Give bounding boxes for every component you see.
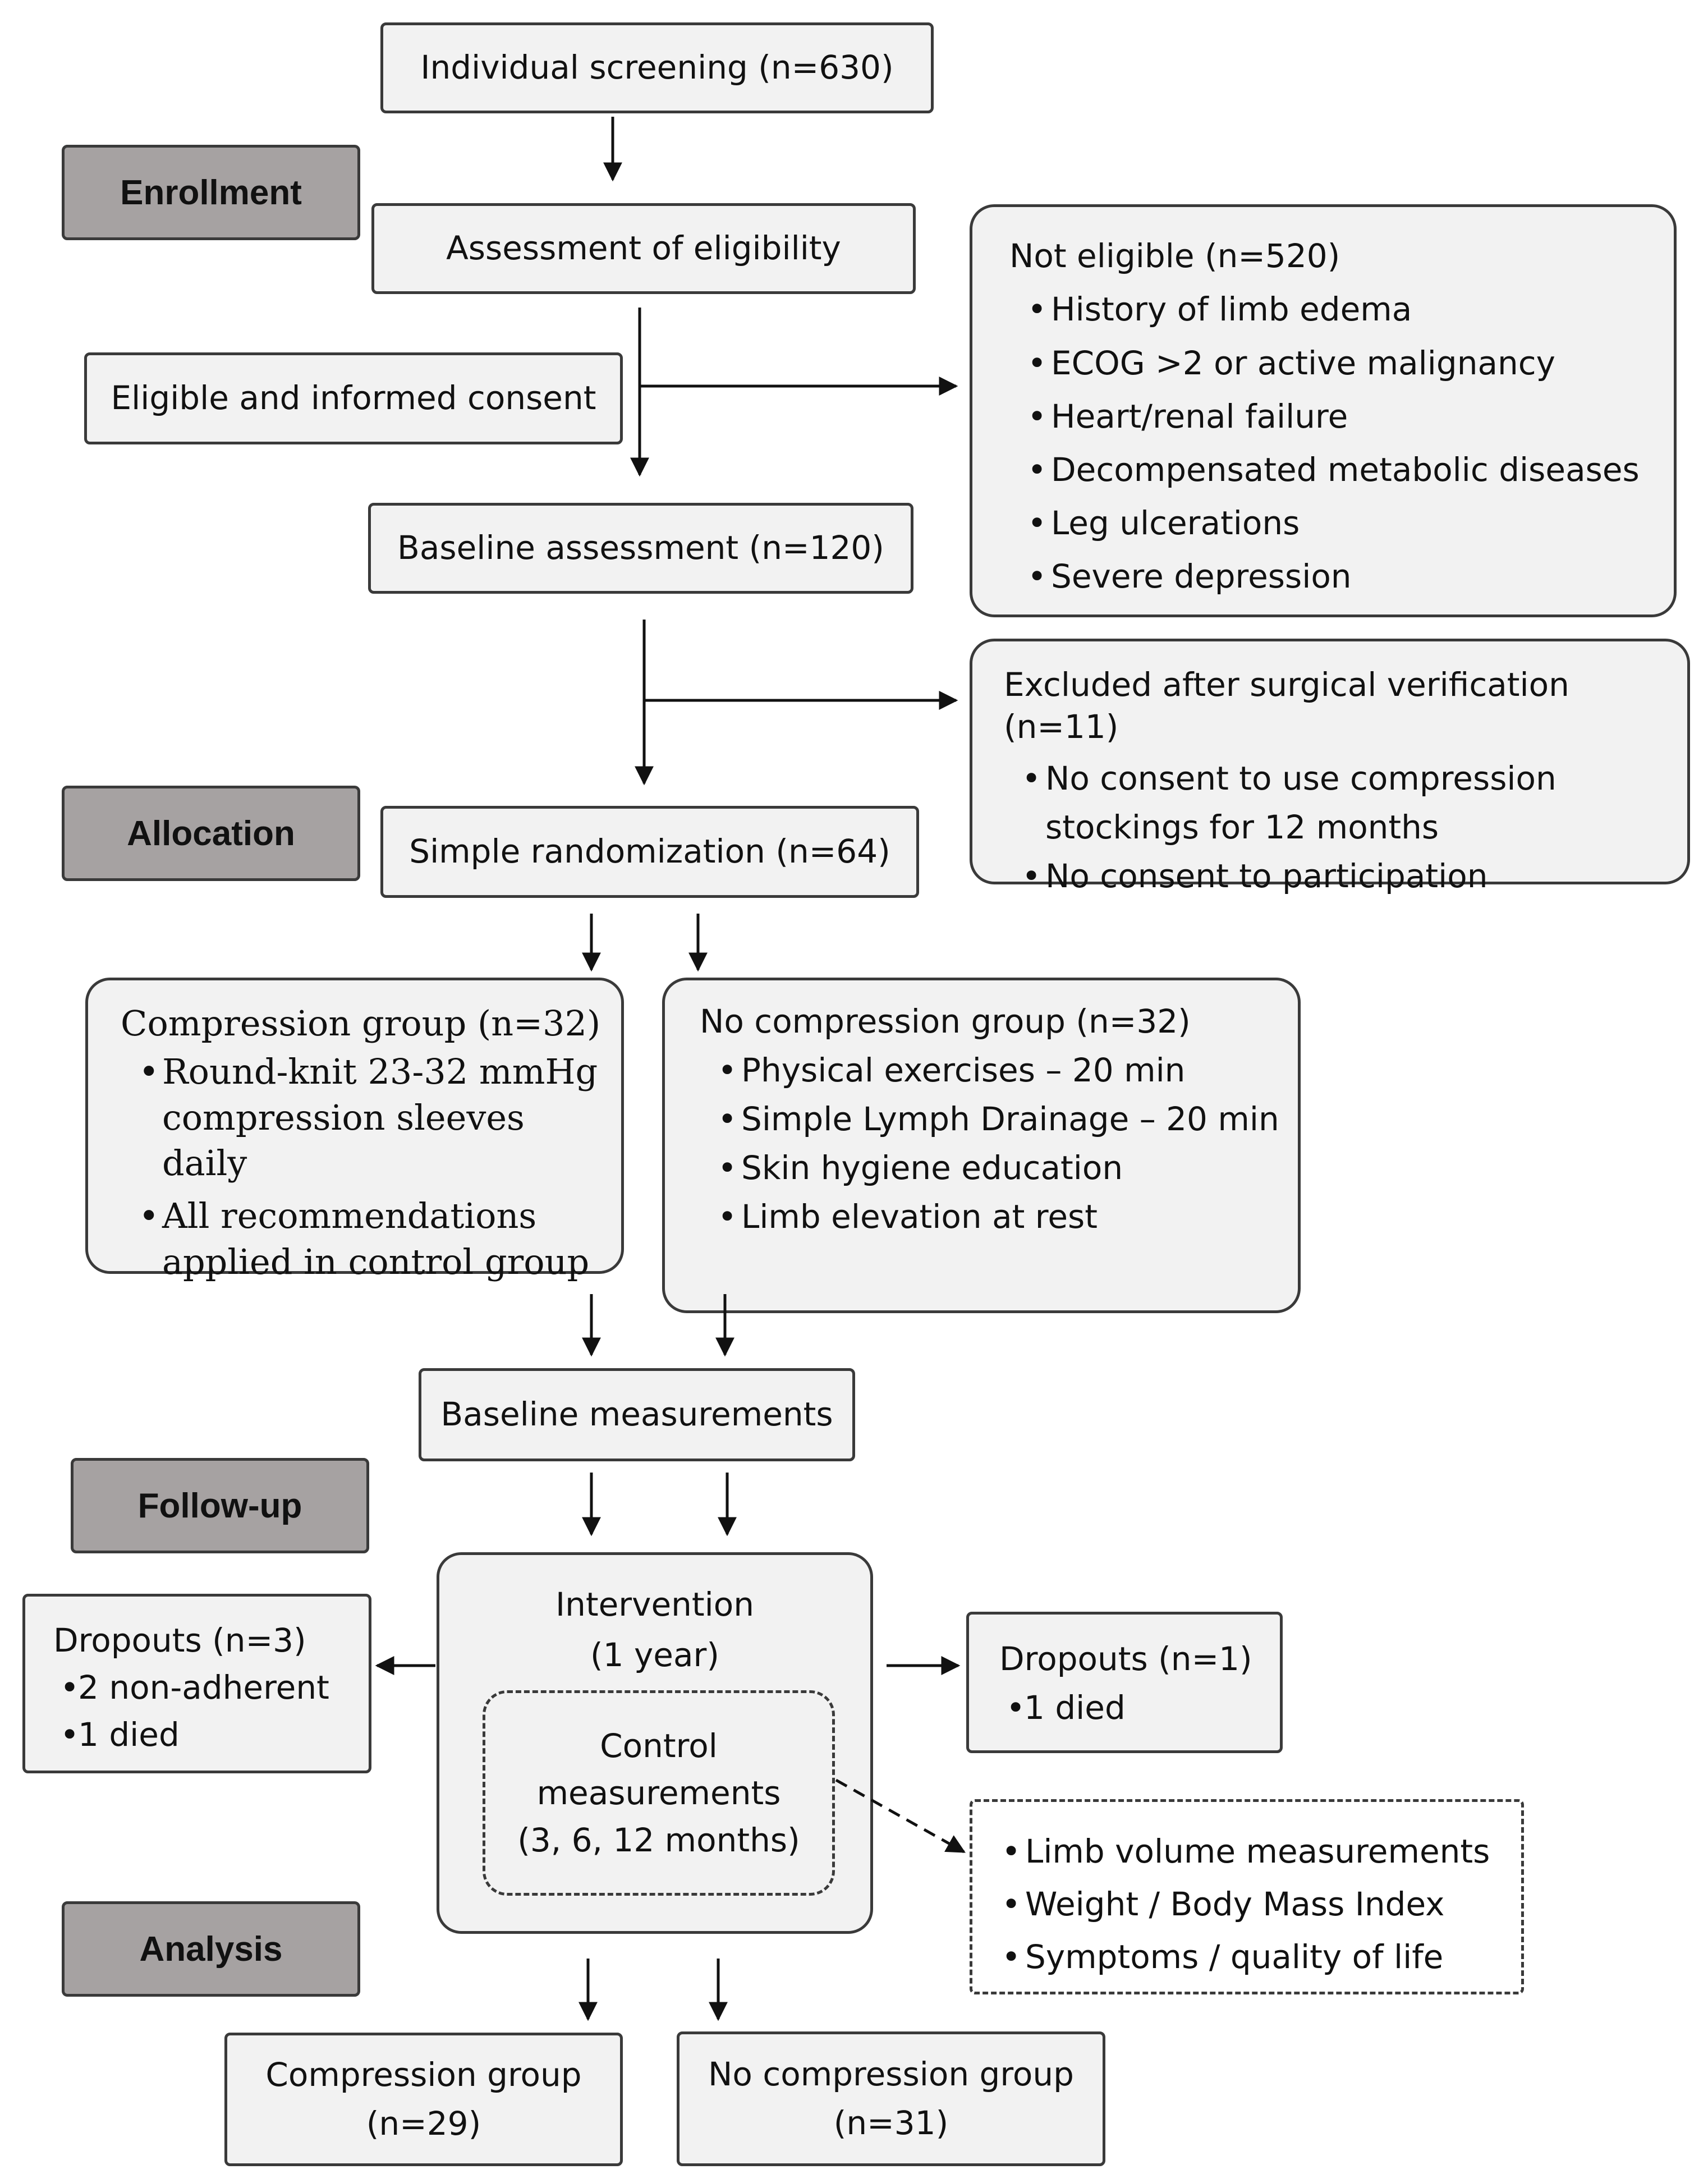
final-no-compression-box: No compression group (n=31) [677, 2031, 1105, 2166]
intervention-label: Intervention [555, 1585, 754, 1624]
dropouts-right-box: Dropouts (n=1) 1 died [966, 1612, 1283, 1753]
excluded-item: No consent to participation [1015, 852, 1670, 901]
screening-text: Individual screening (n=630) [420, 48, 894, 87]
no-compression-group-box: No compression group (n=32) Physical exe… [662, 978, 1301, 1313]
final-no-compression-count: (n=31) [833, 2104, 949, 2142]
compression-group-item: Round-knit 23-32 mmHg compression sleeve… [132, 1049, 600, 1186]
control-measurements-line1: Control [600, 1726, 718, 1765]
eligible-consent-text: Eligible and informed consent [111, 379, 596, 418]
no-compression-group-item: Simple Lymph Drainage – 20 min [711, 1095, 1281, 1144]
excluded-box: Excluded after surgical verification (n=… [970, 639, 1690, 901]
not-eligible-box: Not eligible (n=520) History of limb ede… [970, 204, 1677, 617]
excluded-title: Excluded after surgical verification (n=… [1004, 666, 1569, 746]
not-eligible-title: Not eligible (n=520) [1009, 237, 1340, 275]
stage-enrollment: Enrollment [62, 145, 360, 240]
dropouts-right-item: 1 died [999, 1684, 1269, 1732]
measurements-list-box: Limb volume measurements Weight / Body M… [970, 1799, 1524, 1994]
compression-group-box: Compression group (n=32) Round-knit 23-3… [85, 978, 624, 1282]
eligibility-box: Assessment of eligibility [371, 203, 916, 294]
no-compression-group-item: Limb elevation at rest [711, 1193, 1281, 1241]
not-eligible-item: Leg ulcerations [1021, 497, 1657, 550]
baseline-measurements-text: Baseline measurements [440, 1395, 833, 1434]
control-measurements-box: Control measurements (3, 6, 12 months) [483, 1690, 835, 1896]
compression-group-item: All recommendations applied in control g… [132, 1193, 600, 1285]
not-eligible-item: Heart/renal failure [1021, 390, 1657, 443]
dropouts-left-title: Dropouts (n=3) [53, 1621, 306, 1659]
intervention-duration: (1 year) [590, 1635, 719, 1674]
eligible-consent-box: Eligible and informed consent [84, 352, 623, 444]
eligibility-text: Assessment of eligibility [446, 229, 841, 268]
final-compression-box: Compression group (n=29) [224, 2033, 623, 2166]
no-compression-group-item: Physical exercises – 20 min [711, 1046, 1281, 1095]
dropouts-right-title: Dropouts (n=1) [999, 1640, 1252, 1678]
randomization-box: Simple randomization (n=64) [380, 806, 919, 898]
baseline-assessment-text: Baseline assessment (n=120) [397, 529, 884, 567]
dropouts-left-item: 1 died [53, 1711, 357, 1758]
control-measurements-line3: (3, 6, 12 months) [517, 1821, 800, 1860]
stage-analysis: Analysis [62, 1901, 360, 1997]
dropouts-left-item: 2 non-adherent [53, 1664, 357, 1711]
not-eligible-item: Severe depression [1021, 550, 1657, 603]
compression-group-title: Compression group (n=32) [121, 1003, 601, 1044]
final-compression-label: Compression group [265, 2056, 582, 2094]
baseline-assessment-box: Baseline assessment (n=120) [368, 503, 913, 594]
control-measurements-line2: measurements [536, 1773, 781, 1812]
randomization-text: Simple randomization (n=64) [409, 832, 890, 871]
baseline-measurements-box: Baseline measurements [419, 1368, 855, 1461]
not-eligible-item: History of limb edema [1021, 283, 1657, 336]
final-no-compression-label: No compression group [708, 2055, 1074, 2093]
final-compression-count: (n=29) [366, 2104, 481, 2143]
measurements-list-item: Limb volume measurements [995, 1826, 1510, 1878]
not-eligible-item: ECOG >2 or active malignancy [1021, 337, 1657, 390]
no-compression-group-title: No compression group (n=32) [700, 1002, 1191, 1040]
screening-box: Individual screening (n=630) [380, 22, 934, 113]
not-eligible-item: Decompensated metabolic diseases [1021, 443, 1657, 497]
dropouts-left-box: Dropouts (n=3) 2 non-adherent 1 died [22, 1594, 371, 1773]
excluded-item: No consent to use compression stockings … [1015, 754, 1562, 852]
measurements-list-item: Weight / Body Mass Index [995, 1878, 1510, 1931]
stage-allocation: Allocation [62, 786, 360, 881]
measurements-list-item: Symptoms / quality of life [995, 1931, 1510, 1984]
stage-follow-up: Follow-up [71, 1458, 369, 1553]
no-compression-group-item: Skin hygiene education [711, 1144, 1281, 1193]
